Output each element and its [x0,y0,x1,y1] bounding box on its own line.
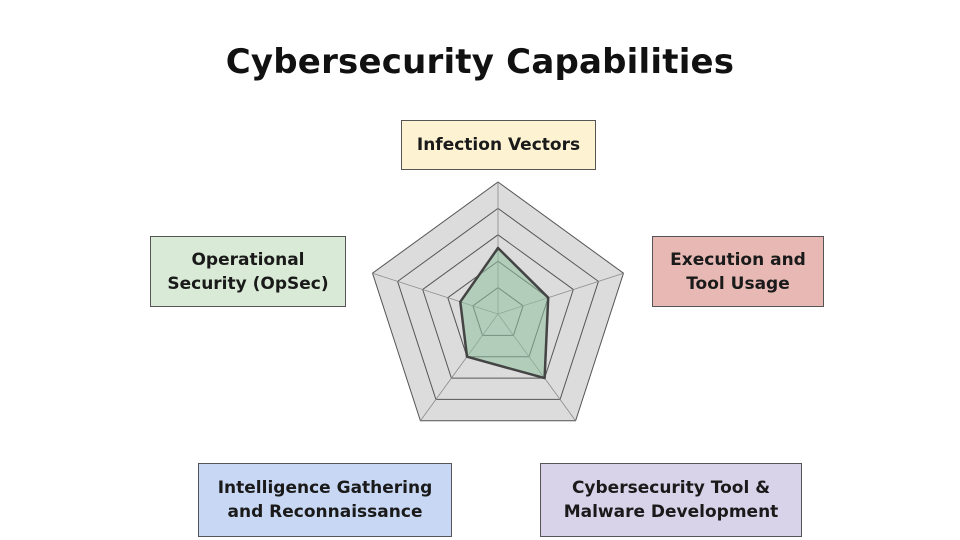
grid-ring-4 [397,207,599,400]
axis-label-infection-vectors: Infection Vectors [401,120,596,170]
axis-label-intelligence-gathering: Intelligence Gathering and Reconnaissanc… [198,463,452,537]
axis-label-execution-tool-usage: Execution and Tool Usage [652,236,824,307]
axis-label-operational-security: Operational Security (OpSec) [150,236,346,307]
grid-ring-3 [422,234,574,379]
radar-series [459,246,550,380]
series-polygon-0 [459,246,550,380]
axis-label-tool-malware-development: Cybersecurity Tool & Malware Development [540,463,802,537]
chart-title: Cybersecurity Capabilities [225,42,735,82]
